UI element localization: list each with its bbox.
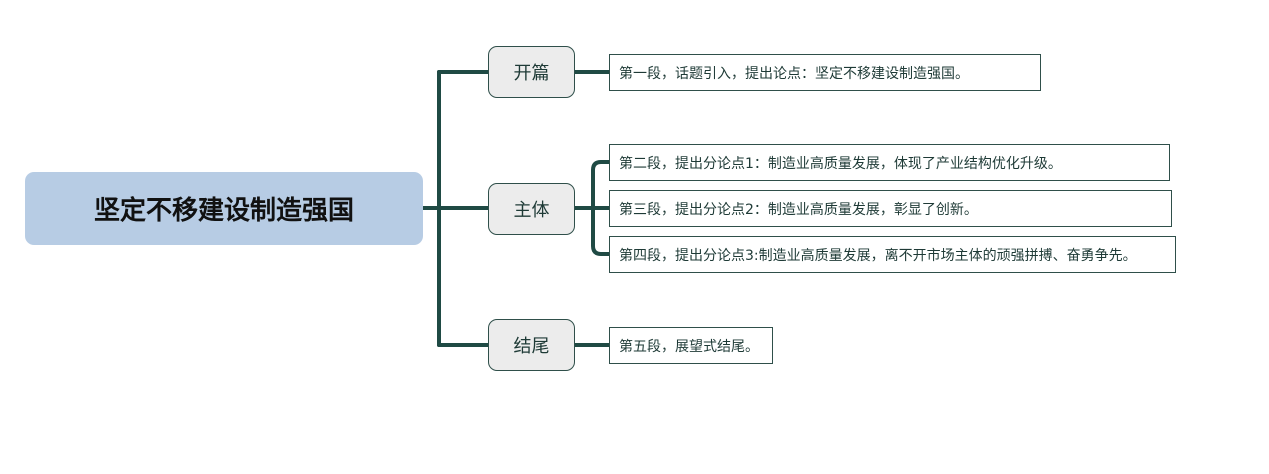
leaf-paragraph-1[interactable]: 第一段，话题引入，提出论点：坚定不移建设制造强国。 (609, 54, 1041, 91)
root-topic-label: 坚定不移建设制造强国 (93, 196, 354, 226)
leaf-paragraph-2[interactable]: 第二段，提出分论点1：制造业高质量发展，体现了产业结构优化升级。 (609, 144, 1170, 181)
leaf-paragraph-1-text: 第一段，话题引入，提出论点：坚定不移建设制造强国。 (619, 65, 969, 82)
leaf-paragraph-5[interactable]: 第五段，展望式结尾。 (609, 327, 773, 364)
leaf-paragraph-5-text: 第五段，展望式结尾。 (619, 338, 759, 355)
branch-opening-label: 开篇 (513, 63, 550, 84)
leaf-paragraph-2-text: 第二段，提出分论点1：制造业高质量发展，体现了产业结构优化升级。 (619, 155, 1062, 172)
branch-opening[interactable]: 开篇 (488, 46, 575, 98)
branch-ending-label: 结尾 (513, 336, 550, 357)
leaf-paragraph-3[interactable]: 第三段，提出分论点2：制造业高质量发展，彰显了创新。 (609, 190, 1172, 227)
connector-body-leaves (573, 160, 611, 256)
connector-root-to-branches (421, 70, 490, 347)
root-topic[interactable]: 坚定不移建设制造强国 (25, 172, 423, 245)
leaf-paragraph-3-text: 第三段，提出分论点2：制造业高质量发展，彰显了创新。 (619, 201, 978, 218)
leaf-paragraph-4-text: 第四段，提出分论点3:制造业高质量发展，离不开市场主体的顽强拼搏、奋勇争先。 (619, 247, 1137, 264)
branch-body[interactable]: 主体 (488, 183, 575, 235)
branch-body-label: 主体 (513, 200, 550, 221)
leaf-paragraph-4[interactable]: 第四段，提出分论点3:制造业高质量发展，离不开市场主体的顽强拼搏、奋勇争先。 (609, 236, 1176, 273)
branch-ending[interactable]: 结尾 (488, 319, 575, 371)
